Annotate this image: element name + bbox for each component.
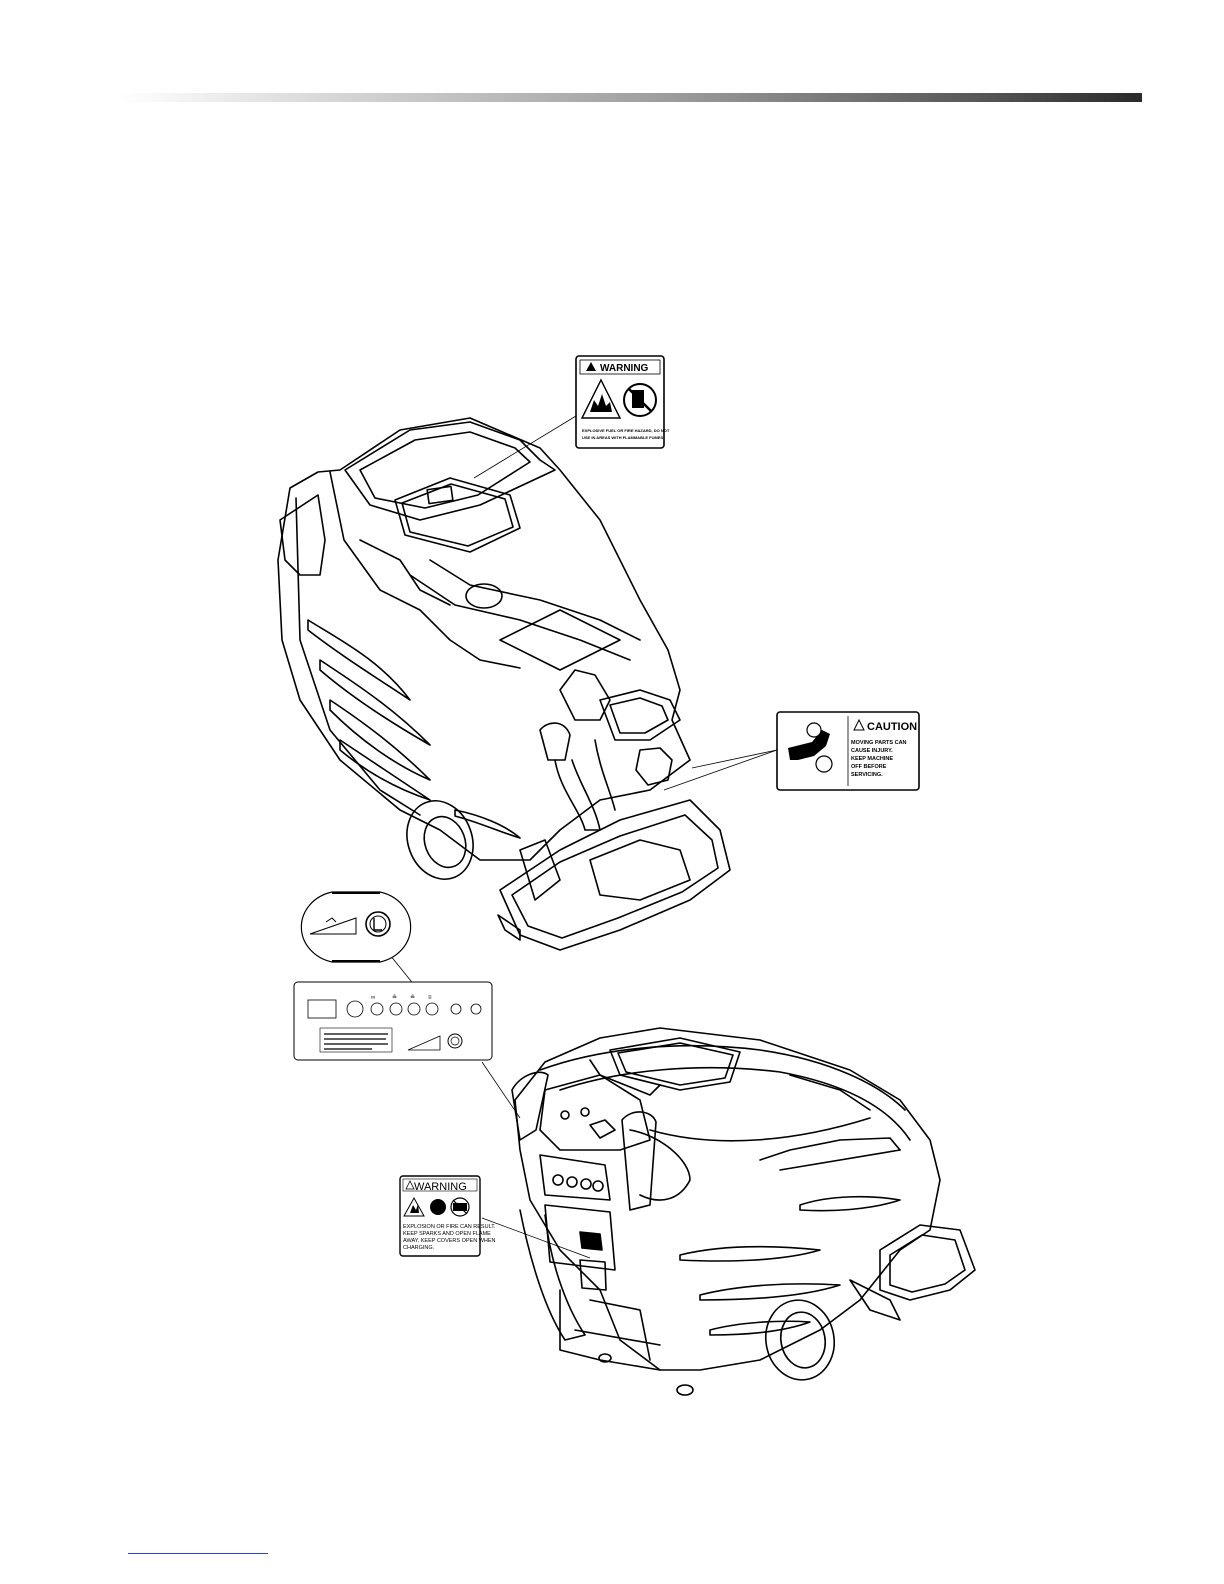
svg-text:≗: ≗ (410, 994, 415, 1001)
upright-machine-drawing (278, 418, 730, 950)
caution-line-3: KEEP MACHINE (851, 756, 893, 762)
caution-line-4: OFF BEFORE (851, 764, 887, 770)
caution-line-2: CAUSE INJURY. (851, 748, 893, 754)
svg-text:∞: ∞ (371, 995, 375, 1001)
caution-heading: CAUTION (867, 721, 917, 733)
control-panel-decal: ∞ ≗ ≗ ≡ (294, 982, 492, 1060)
svg-text:≡: ≡ (428, 995, 432, 1001)
caution-line-1: MOVING PARTS CAN (851, 740, 907, 746)
bottom-warning-line-2: KEEP SPARKS AND OPEN FLAME (403, 1231, 491, 1237)
bottom-warning-line-3: AWAY. KEEP COVERS OPEN WHEN (403, 1238, 496, 1244)
top-warning-heading: WARNING (600, 363, 649, 374)
fuel-fire-warning-decal: WARNING EXPLOSIVE FUEL OR FIRE HAZARD, D… (576, 356, 670, 448)
svg-text:≗: ≗ (392, 994, 397, 1001)
top-warning-text-1: EXPLOSIVE FUEL OR FIRE HAZARD, DO NOT (582, 428, 670, 433)
bottom-warning-line-4: CHARGING. (403, 1245, 435, 1251)
bottom-warning-heading: WARNING (414, 1181, 467, 1193)
battery-explosion-warning-decal: WARNING EXPLOSION OR FIRE CAN RESULT. KE… (400, 1176, 496, 1256)
caution-line-5: SERVICING. (851, 772, 883, 778)
incline-decal-callout (301, 892, 410, 962)
footer-rule (128, 1553, 268, 1554)
top-warning-text-2: USE IN AREAS WITH FLAMMABLE FUMES. (582, 435, 664, 440)
rear-machine-drawing (512, 1028, 975, 1395)
bottom-warning-line-1: EXPLOSION OR FIRE CAN RESULT. (403, 1224, 496, 1230)
moving-parts-caution-decal: CAUTION MOVING PARTS CAN CAUSE INJURY. K… (777, 712, 919, 790)
leader-lines-upper (386, 416, 777, 1032)
